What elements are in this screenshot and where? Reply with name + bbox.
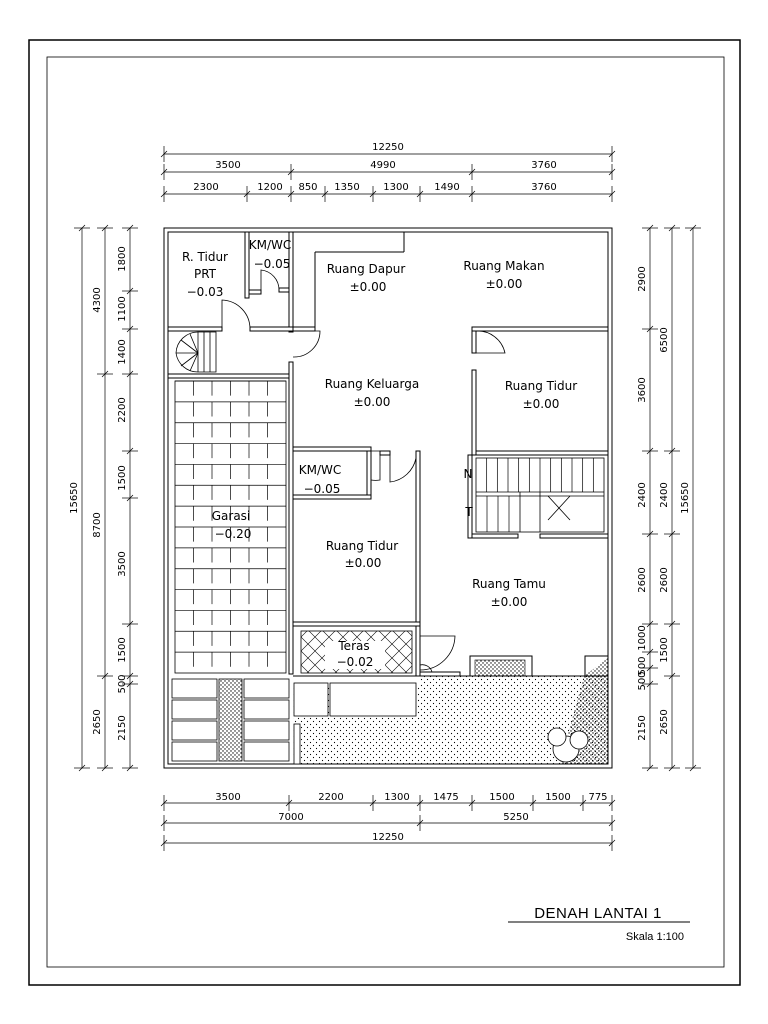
stair-down-mark: T — [464, 505, 473, 519]
room-elevation: ±0.00 — [486, 277, 523, 291]
room-name-tamu: Ruang Tamu — [472, 577, 546, 591]
dim-left-inner: 1400 — [117, 339, 128, 364]
room-elevation: −0.20 — [215, 527, 252, 541]
dim-left-inner: 500 — [117, 674, 128, 693]
room-name-keluarga: Ruang Keluarga — [325, 377, 419, 391]
door-swings — [221, 269, 506, 673]
room-elevation: ±0.00 — [345, 556, 382, 570]
dim-left-inner: 1100 — [117, 296, 128, 321]
dim-bottom-row1: 2200 — [318, 792, 343, 803]
dim-left-inner: 1500 — [117, 637, 128, 662]
dim-left-inner: 2200 — [117, 397, 128, 422]
main-stair-steps — [486, 458, 594, 532]
outer-frame — [28, 39, 741, 986]
dim-top-row2: 4990 — [370, 160, 395, 171]
dim-top-total: 12250 — [372, 142, 404, 153]
dim-bottom-row1: 1300 — [384, 792, 409, 803]
room-elevation: ±0.00 — [354, 395, 391, 409]
dim-top-row3: 1490 — [434, 182, 459, 193]
dimension-labels: 12250 3500 4990 3760 2300 1200 850 1350 … — [193, 142, 607, 843]
dimension-ticks — [74, 146, 701, 851]
dimension-lines — [81, 153, 694, 844]
dim-top-row2: 3760 — [531, 160, 556, 171]
stair-up-mark: N — [464, 467, 473, 481]
spiral-stair — [175, 331, 217, 373]
dim-right-inner: 2400 — [637, 482, 648, 507]
room-name-tidur-right: Ruang Tidur — [505, 379, 577, 393]
dim-left-inner: 1500 — [117, 465, 128, 490]
inner-frame — [46, 56, 725, 968]
garage-paver-grid — [175, 380, 286, 667]
dim-right-inner: 2900 — [637, 266, 648, 291]
dim-bottom-row1: 1500 — [489, 792, 514, 803]
dim-bottom-row1: 3500 — [215, 792, 240, 803]
room-name-makan: Ruang Makan — [463, 259, 544, 273]
dim-bottom-row1: 1475 — [433, 792, 458, 803]
room-elevation: −0.03 — [187, 285, 224, 299]
dim-right-total: 15650 — [680, 482, 691, 514]
dim-left-mid: 8700 — [92, 512, 103, 537]
teras-label-mask — [325, 641, 385, 669]
garden-stones — [293, 682, 417, 765]
dim-right-mid: 2650 — [659, 709, 670, 734]
front-yard-strip — [420, 676, 608, 684]
room-elevation: ±0.00 — [491, 595, 528, 609]
dim-bottom-row1: 775 — [588, 792, 607, 803]
dim-bottom-row2: 5250 — [503, 812, 528, 823]
dim-top-row3: 2300 — [193, 182, 218, 193]
room-name-tidur-prt: R. Tidur — [182, 250, 228, 264]
dim-right-inner: 3600 — [637, 377, 648, 402]
dim-right-inner: 500 — [637, 671, 648, 690]
dim-right-mid: 6500 — [659, 327, 670, 352]
dim-left-inner: 2150 — [117, 715, 128, 740]
dim-bottom-total: 12250 — [372, 832, 404, 843]
room-name-kmwc: KM/WC — [249, 238, 292, 252]
room-elevation: −0.05 — [254, 257, 291, 271]
drawing-title: DENAH LANTAI 1 — [534, 905, 662, 922]
front-planter — [474, 659, 526, 677]
dim-right-mid: 2600 — [659, 567, 670, 592]
room-name-kmwc-mid: KM/WC — [299, 463, 342, 477]
dim-top-row3: 850 — [298, 182, 317, 193]
dim-top-row3: 1200 — [257, 182, 282, 193]
dim-bottom-row1: 1500 — [545, 792, 570, 803]
dim-right-inner: 500 — [637, 656, 648, 675]
room-name-teras: Teras — [337, 639, 369, 653]
drawing-scale: Skala 1:100 — [626, 931, 684, 943]
room-elevation: ±0.00 — [350, 280, 387, 294]
dim-left-mid: 2650 — [92, 709, 103, 734]
dim-right-inner: 1000 — [637, 625, 648, 650]
room-name-tidur-prt-2: PRT — [194, 267, 217, 281]
room-name-garasi: Garasi — [212, 509, 251, 523]
dim-right-inner: 2150 — [637, 715, 648, 740]
dim-top-row2: 3500 — [215, 160, 240, 171]
car-pad — [171, 678, 290, 762]
room-labels: R. Tidur PRT −0.03 KM/WC −0.05 Ruang Dap… — [182, 238, 577, 669]
room-name-dapur: Ruang Dapur — [327, 262, 406, 276]
dim-left-mid: 4300 — [92, 287, 103, 312]
dim-left-inner: 3500 — [117, 551, 128, 576]
garden-plants — [547, 727, 589, 763]
interior-walls — [167, 231, 609, 677]
room-name-tidur-mid: Ruang Tidur — [326, 539, 398, 553]
room-elevation: −0.05 — [304, 482, 341, 496]
dim-top-row3: 3760 — [531, 182, 556, 193]
dim-top-row3: 1350 — [334, 182, 359, 193]
dim-left-total: 15650 — [69, 482, 80, 514]
vertical-dimension-labels: 1800 1100 1400 2200 1500 3500 1500 500 2… — [69, 246, 691, 740]
dim-right-mid: 1500 — [659, 637, 670, 662]
dim-right-mid: 2400 — [659, 482, 670, 507]
room-elevation: ±0.00 — [523, 397, 560, 411]
dim-bottom-row2: 7000 — [278, 812, 303, 823]
dim-right-inner: 2600 — [637, 567, 648, 592]
room-elevation: −0.02 — [337, 655, 374, 669]
dim-top-row3: 1300 — [383, 182, 408, 193]
dim-left-inner: 1800 — [117, 246, 128, 271]
